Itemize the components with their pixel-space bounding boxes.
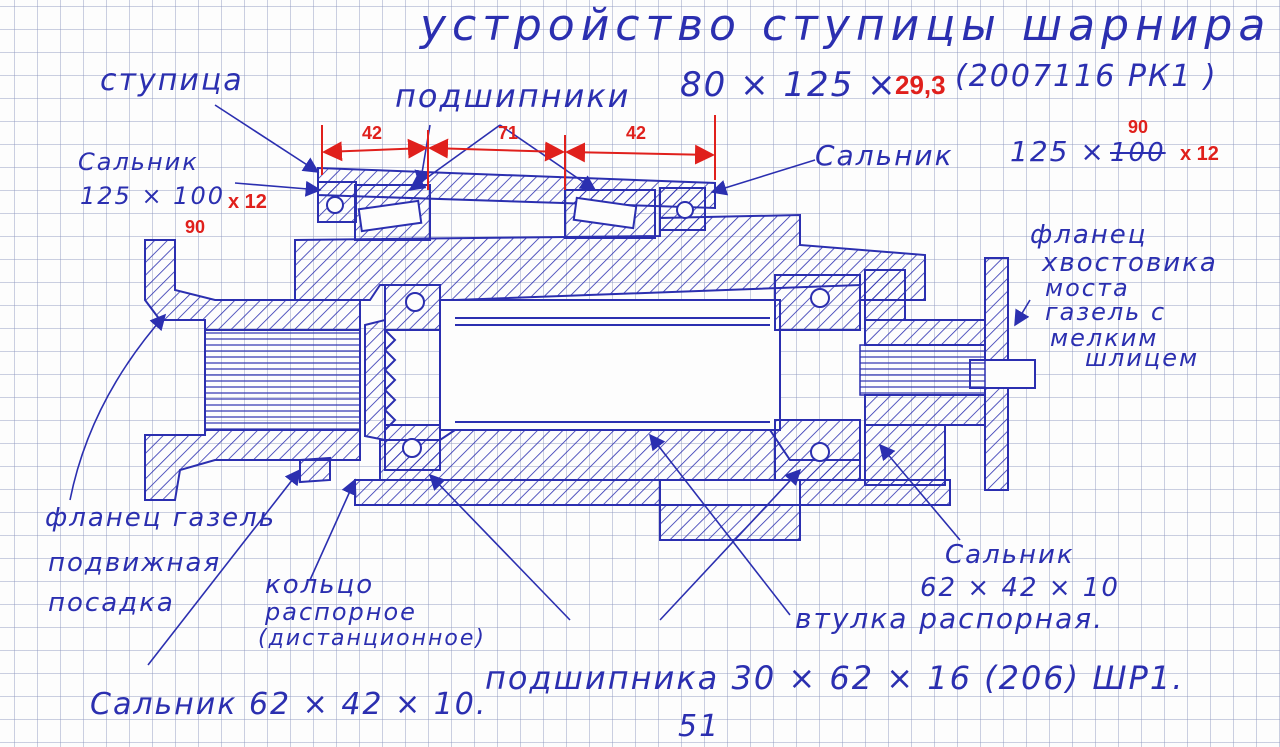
label-seal-bottom: Сальник 62 × 42 × 10. (90, 687, 488, 722)
large-bearings (354, 184, 656, 241)
label-ring-2: распорное (265, 598, 417, 626)
label-flange-tail-3: моста (1045, 274, 1130, 302)
label-flange-tail-4: газель с (1045, 298, 1167, 326)
label-seal-mid-2: 62 × 42 × 10 (920, 573, 1120, 603)
label-seal-left-2: 125 × 100 (80, 182, 225, 210)
label-flange-tail-5: мелким (1050, 324, 1159, 352)
page-number: 51 (678, 709, 721, 744)
dim-mid-71: 71 (498, 123, 519, 143)
dim-right-42: 42 (626, 123, 647, 143)
label-ring-3: (дистанционное) (258, 626, 486, 651)
label-flange-gazel-1: фланец газель (45, 503, 277, 533)
label-bearings-bottom: подшипника 30 × 62 × 16 (206) ШР1. (485, 659, 1185, 697)
right-flange (864, 257, 1036, 491)
dimension-lines (321, 115, 716, 190)
label-hub: ступица (100, 63, 244, 98)
label-seal-right-size: 125 × (1010, 135, 1106, 168)
label-bushing: втулка распорная. (795, 602, 1104, 635)
label-bearings-top-code: (2007116 РК1 ) (955, 59, 1218, 94)
small-bearings (384, 274, 861, 481)
label-seal-mid-1: Сальник (945, 540, 1075, 570)
label-bearings-top: подшипники (395, 77, 631, 115)
seals (299, 181, 946, 486)
label-flange-gazel-2: подвижная (48, 548, 222, 578)
label-flange-tail-2: хвостовика (1042, 248, 1218, 278)
label-flange-tail-6: шлицем (1085, 344, 1200, 372)
width-correction: 29,3 (895, 70, 946, 100)
label-bearings-top-size: 80 × 125 × (680, 65, 898, 105)
drawing-title: устройство ступицы шарнира (420, 0, 1272, 51)
seal-left-inner-correction: 90 (185, 217, 206, 237)
shaft (294, 213, 926, 481)
dim-left-42: 42 (362, 123, 383, 143)
label-seal-left-1: Сальник (78, 148, 199, 176)
label-seal-right-word: Сальник (815, 139, 954, 172)
label-flange-gazel-3: посадка (48, 588, 175, 618)
inner-bore (439, 299, 781, 431)
label-seal-right-old: 100 (1110, 138, 1166, 168)
seal-left-thickness: x 12 (228, 191, 267, 213)
right-splines (859, 344, 986, 396)
left-splines (204, 318, 397, 442)
label-ring-1: кольцо (265, 570, 375, 600)
seal-right-thickness: x 12 (1180, 143, 1219, 165)
label-flange-tail-1: фланец (1030, 220, 1148, 250)
seal-right-inner-correction: 90 (1128, 117, 1149, 137)
